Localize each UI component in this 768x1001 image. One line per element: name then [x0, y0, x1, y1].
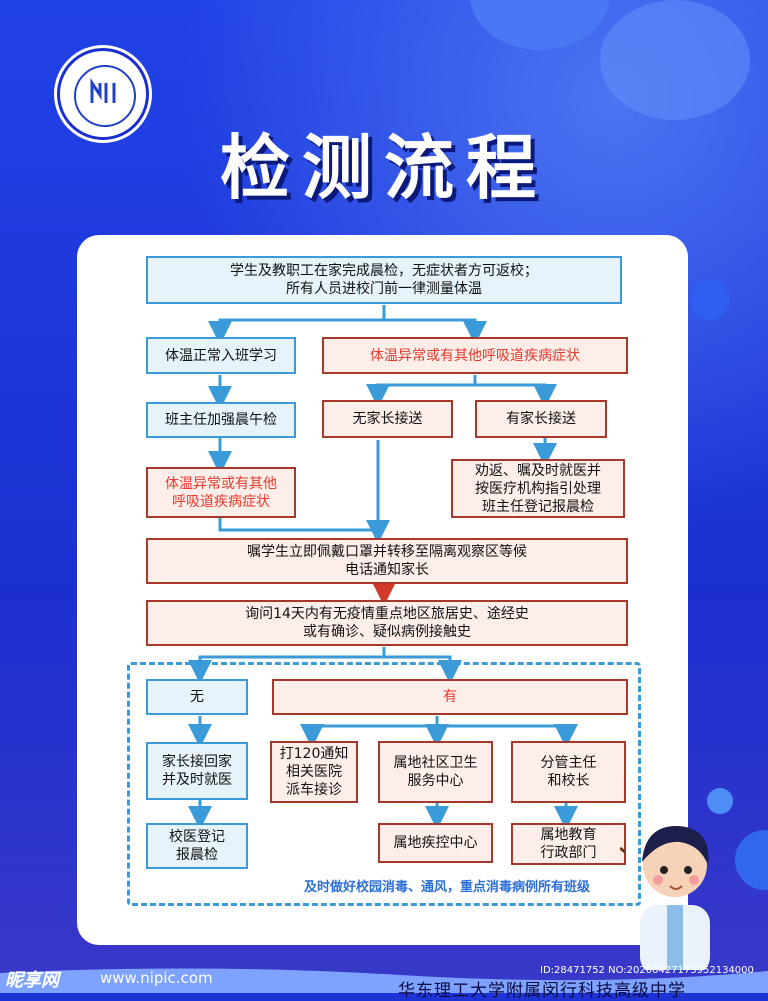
- step-abnormal-temp: 体温异常或有其他呼吸道疾病症状: [322, 337, 628, 374]
- image-id: ID:28471752 NO:20200427173952134000: [540, 965, 754, 976]
- step-has-parent: 有家长接送: [475, 400, 607, 438]
- step-teacher-check: 班主任加强晨午检: [146, 402, 296, 438]
- step-isolate: 嘱学生立即佩戴口罩并转移至隔离观察区等候电话通知家长: [146, 538, 628, 584]
- footnote: 及时做好校园消毒、通风，重点消毒病例所有班级: [303, 880, 590, 895]
- watermark-logo: 昵享网: [5, 970, 59, 991]
- step-edu: 属地教育行政部门: [511, 823, 626, 865]
- step-yes: 有: [272, 679, 628, 715]
- step-community: 属地社区卫生服务中心: [378, 741, 493, 803]
- school-logo: [57, 48, 149, 140]
- decor-circle: [707, 788, 733, 814]
- step-call-120: 打120通知相关医院派车接诊: [270, 741, 358, 803]
- step-parent-action: 劝返、嘱及时就医并按医疗机构指引处理班主任登记报晨检: [451, 459, 625, 518]
- step-school-record: 校医登记报晨检: [146, 823, 248, 869]
- step-none: 无: [146, 679, 248, 715]
- page-title: 检测流程: [220, 127, 548, 209]
- step-no-parent: 无家长接送: [322, 400, 453, 438]
- step-normal-temp: 体温正常入班学习: [146, 337, 296, 374]
- step-entry-check: 学生及教职工在家完成晨检，无症状者方可返校；所有人员进校门前一律测量体温: [146, 256, 622, 304]
- dashed-region: [127, 662, 641, 906]
- step-cdc: 属地疾控中心: [378, 823, 493, 863]
- step-manager: 分管主任和校长: [511, 741, 626, 803]
- watermark-site: www.nipic.com: [100, 969, 213, 987]
- step-abnormal-again: 体温异常或有其他呼吸道疾病症状: [146, 467, 296, 518]
- footer-wave: [0, 968, 768, 993]
- school-name: 华东理工大学附属闵行科技高级中学: [398, 981, 686, 1001]
- step-parent-pickup: 家长接回家并及时就医: [146, 742, 248, 800]
- doctor-illustration: [620, 825, 710, 970]
- step-inquire: 询问14天内有无疫情重点地区旅居史、途经史或有确诊、疑似病例接触史: [146, 600, 628, 646]
- decor-circle: [690, 280, 730, 320]
- decor-circle: [600, 0, 750, 120]
